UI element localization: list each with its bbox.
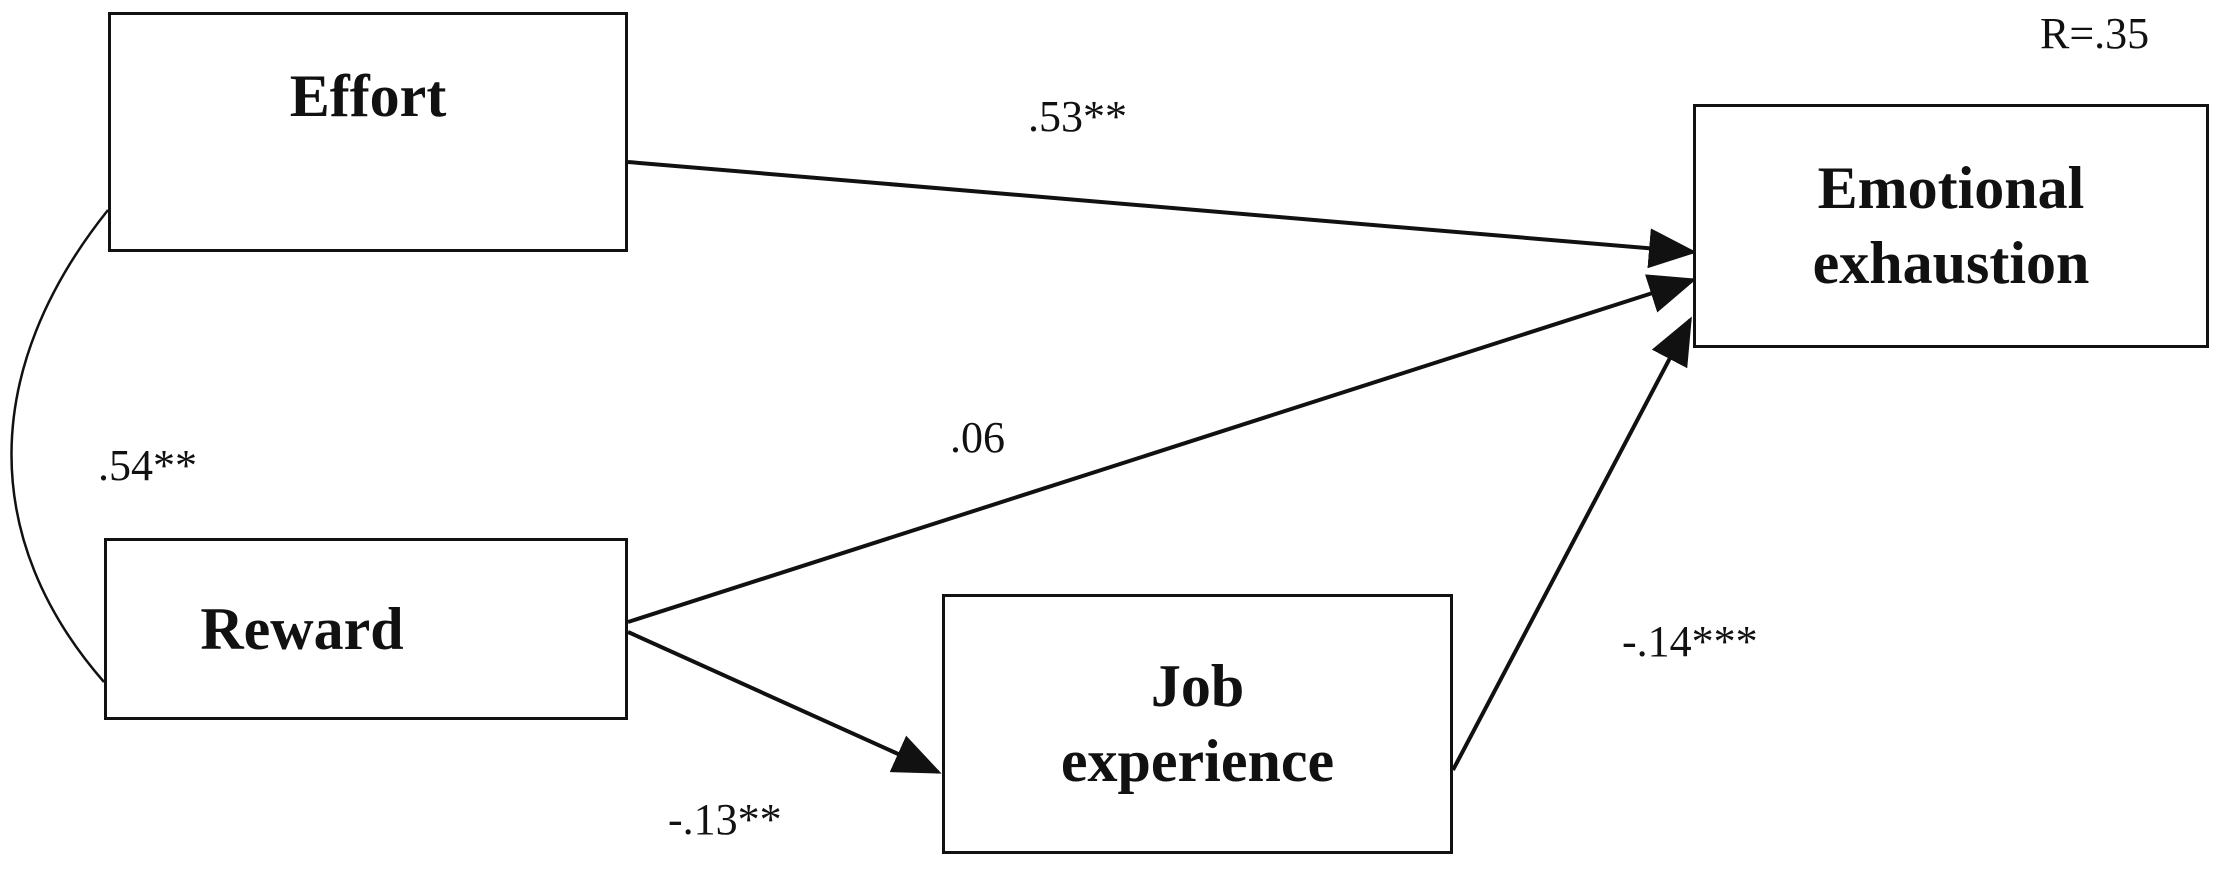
- node-job-experience: Job experience: [942, 594, 1453, 854]
- correlation-arc-effort-reward: [10, 209, 109, 683]
- coef-reward-to-exhaustion: .06: [950, 413, 1005, 462]
- coef-reward-to-job-experience: -.13**: [668, 795, 782, 844]
- node-reward-label: Reward: [200, 595, 404, 662]
- arrow-job-experience-to-exhaustion: [1451, 316, 1692, 771]
- node-effort-label: Effort: [289, 62, 447, 129]
- model-r-value: R=.35: [2040, 9, 2150, 58]
- arrow-reward-to-job-experience: [627, 630, 942, 774]
- coef-job-experience-to-exhaustion: -.14***: [1622, 617, 1758, 666]
- node-job-experience-line1: Job: [1150, 653, 1245, 719]
- coef-effort-reward-correlation: .54**: [98, 441, 197, 490]
- node-emotional-exhaustion-line1: Emotional: [1817, 155, 2085, 221]
- node-effort: Effort: [108, 12, 628, 252]
- node-emotional-exhaustion: Emotional exhaustion: [1693, 104, 2209, 348]
- arrow-effort-to-exhaustion: [627, 160, 1697, 269]
- node-reward: Reward: [104, 538, 628, 720]
- coef-effort-to-exhaustion: .53**: [1028, 92, 1127, 141]
- node-emotional-exhaustion-line2: exhaustion: [1812, 230, 2090, 296]
- arrow-reward-to-exhaustion: [627, 274, 1697, 624]
- node-job-experience-line2: experience: [1060, 728, 1335, 794]
